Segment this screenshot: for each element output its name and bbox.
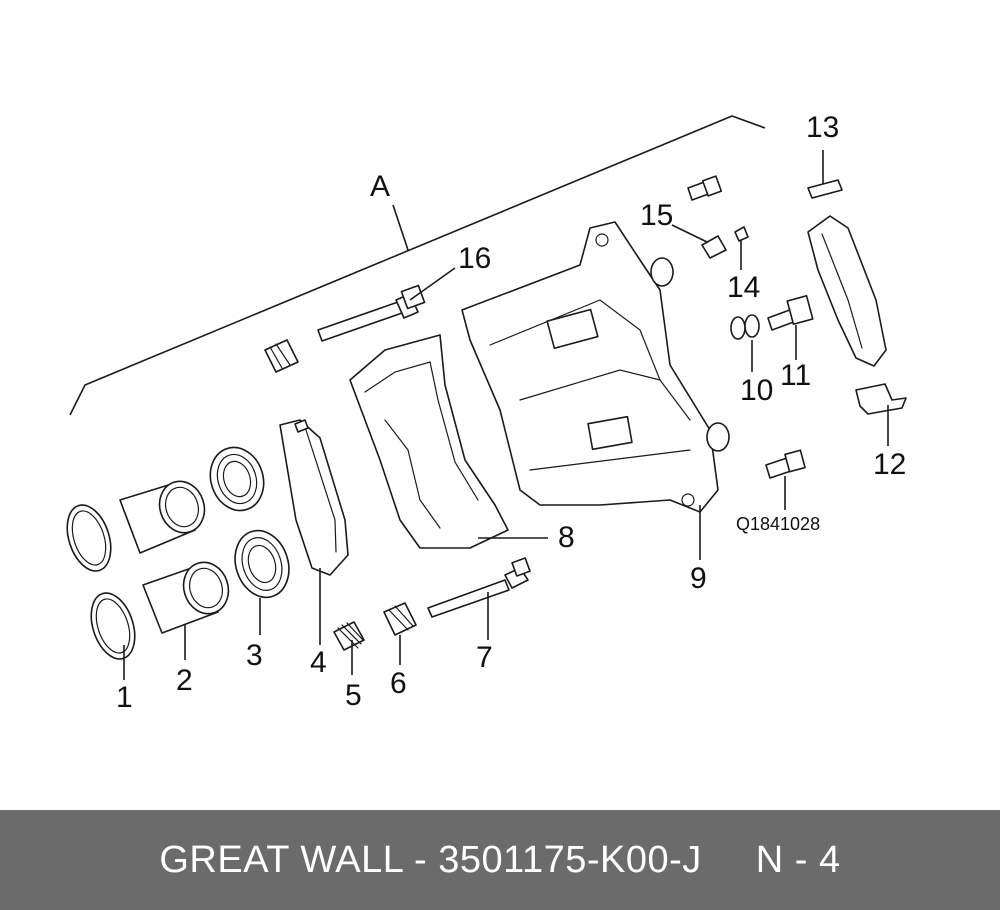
footer-part-number: GREAT WALL - 3501175-K00-J [159, 838, 702, 881]
callout-16: 16 [458, 242, 491, 275]
part-12-anti-rattle-clip: 12 [855, 383, 907, 481]
callout-4: 4 [310, 646, 327, 679]
callout-a: A [370, 170, 390, 203]
part-16-bolt: 16 [264, 242, 491, 373]
callout-12: 12 [873, 448, 906, 481]
part-2-caliper-piston: 2 [119, 480, 230, 697]
part-9-caliper-housing: 9 [461, 221, 730, 595]
callout-7: 7 [476, 641, 493, 674]
assembly-bracket-a: A [69, 115, 766, 416]
part-1-piston-seal: 1 [66, 504, 136, 714]
callout-15: 15 [640, 199, 673, 232]
part-11-banjo-bolt: 11 [767, 295, 814, 392]
footer-banner: GREAT WALL - 3501175-K00-J N - 4 [0, 810, 1000, 910]
callout-1: 1 [116, 681, 133, 714]
outer-brake-pad [807, 215, 887, 367]
part-14-bleeder-cap: 14 [727, 226, 760, 304]
part-10-washers: 10 [730, 314, 773, 407]
callout-10: 10 [740, 374, 773, 407]
callout-9: 9 [690, 562, 707, 595]
callout-8: 8 [558, 521, 575, 554]
callout-14: 14 [727, 271, 760, 304]
part-13-pad-clip: 13 [806, 111, 843, 199]
bolt-code-label: Q1841028 [736, 514, 820, 534]
part-4-inner-brake-pad: 4 [279, 419, 349, 679]
brake-caliper-exploded-diagram: A 1 2 3 4 [66, 111, 907, 714]
callout-11: 11 [780, 359, 811, 392]
part-5-guide-pin-boot: 5 [333, 621, 365, 712]
bolt-q1841028: Q1841028 [736, 449, 820, 534]
callout-3: 3 [246, 639, 263, 672]
part-7-guide-pin: 7 [427, 557, 531, 674]
part-6-guide-pin-boot: 6 [383, 602, 417, 700]
callout-6: 6 [390, 667, 407, 700]
part-3-piston-boot: 3 [209, 446, 290, 672]
callout-13: 13 [806, 111, 839, 144]
part-8-caliper-bracket: 8 [349, 334, 575, 554]
part-15-bleeder-screw: 15 [640, 175, 727, 259]
callout-5: 5 [345, 679, 362, 712]
footer-page-ref: N - 4 [755, 838, 841, 881]
callout-2: 2 [176, 664, 193, 697]
